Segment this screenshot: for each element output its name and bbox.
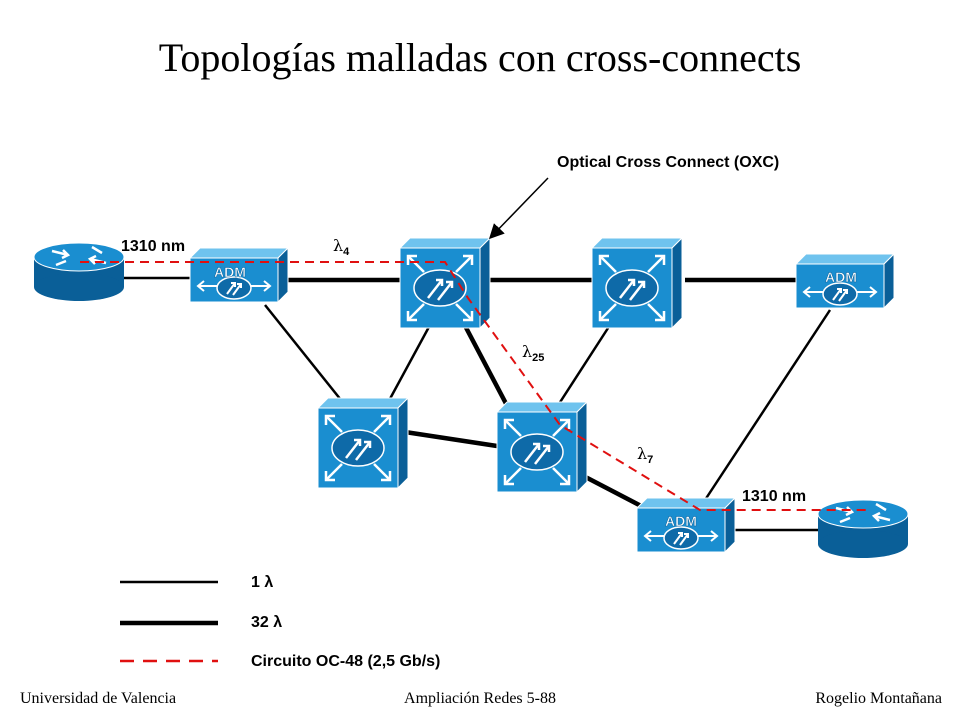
oxc-bottom-center [495, 400, 589, 494]
thin-links [120, 276, 832, 532]
legend-thin-label: 1 λ [251, 574, 274, 591]
wavelength-right-label: 1310 nm [742, 488, 807, 505]
lambda-4-label: λ4 [333, 236, 350, 259]
router-left [32, 241, 126, 303]
lambda-25-label: λ25 [522, 342, 545, 365]
router-right [816, 498, 910, 560]
adm-left-label: ADM [214, 264, 246, 280]
footer-center: Ampliación Redes 5-88 [404, 690, 556, 707]
legend-dashed-label: Circuito OC-48 (2,5 Gb/s) [251, 653, 441, 670]
adm-right-label: ADM [825, 269, 857, 285]
wavelength-left-label: 1310 nm [121, 238, 186, 255]
oxc-top-right [590, 236, 684, 330]
oxc-bottom-left [316, 396, 410, 490]
callout-arrow [488, 177, 549, 240]
lambda-7-label: λ7 [637, 444, 654, 467]
thick-links [280, 277, 800, 510]
oxc-callout-label: Optical Cross Connect (OXC) [557, 154, 780, 171]
oc48-circuit-path [80, 261, 868, 511]
adm-bottom-label: ADM [665, 513, 697, 529]
footer-right: Rogelio Montañana [815, 690, 942, 707]
legend-thick-label: 32 λ [251, 614, 283, 631]
page-title: Topologías malladas con cross-connects [158, 35, 802, 80]
oxc-top-left [398, 236, 492, 330]
footer-left: Universidad de Valencia [20, 690, 177, 707]
